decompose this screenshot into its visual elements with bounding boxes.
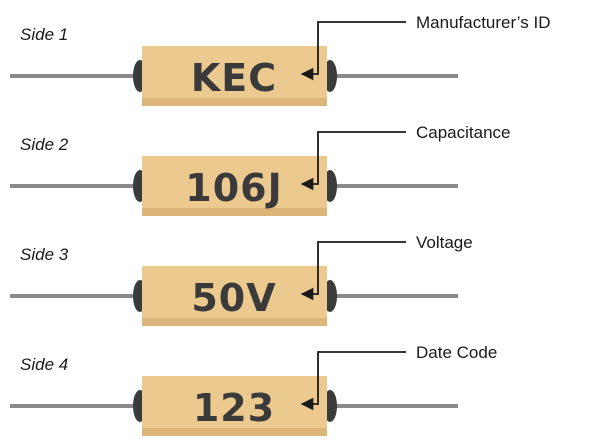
callout-label: Date Code bbox=[416, 343, 497, 362]
row-side-4: Side 4 123 Date Code bbox=[10, 343, 497, 436]
body-shadow bbox=[142, 318, 327, 326]
side-label: Side 2 bbox=[20, 135, 69, 154]
side-label: Side 4 bbox=[20, 355, 68, 374]
callout-leader bbox=[300, 21, 406, 81]
body-marking: KEC bbox=[191, 56, 277, 100]
callout-leader bbox=[300, 241, 406, 301]
capacitor-body bbox=[142, 46, 327, 106]
capacitor-body bbox=[142, 156, 327, 216]
body-shadow bbox=[142, 98, 327, 106]
capacitor-body bbox=[142, 376, 327, 436]
callout-label: Manufacturer’s ID bbox=[416, 13, 550, 32]
row-side-2: Side 2 106J Capacitance bbox=[10, 123, 511, 216]
row-side-1: Side 1 KEC Manufacturer’s ID bbox=[10, 13, 550, 106]
callout-label: Capacitance bbox=[416, 123, 511, 142]
row-side-3: Side 3 50V Voltage bbox=[10, 233, 473, 326]
body-marking: 106J bbox=[185, 166, 282, 210]
body-marking: 123 bbox=[193, 386, 275, 430]
body-shadow bbox=[142, 428, 327, 436]
capacitor-body bbox=[142, 266, 327, 326]
side-label: Side 3 bbox=[20, 245, 69, 264]
callout-leader bbox=[300, 131, 406, 191]
side-label: Side 1 bbox=[20, 25, 68, 44]
callout-leader bbox=[300, 351, 406, 411]
body-shadow bbox=[142, 208, 327, 216]
body-marking: 50V bbox=[191, 276, 276, 320]
callout-label: Voltage bbox=[416, 233, 473, 252]
